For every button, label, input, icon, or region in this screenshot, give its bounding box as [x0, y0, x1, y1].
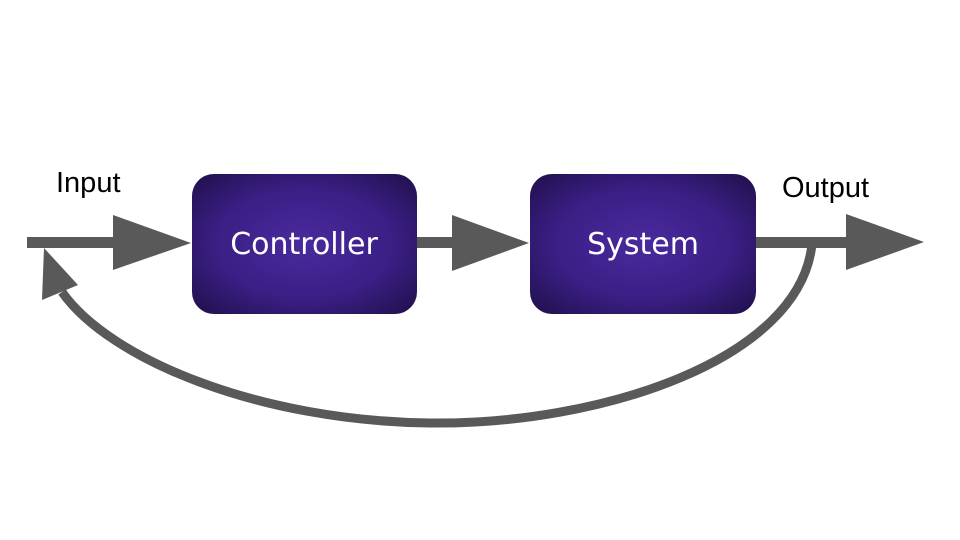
input-arrow-shaft — [27, 237, 117, 248]
output-label: Output — [782, 172, 869, 204]
system-block[interactable]: System — [530, 174, 756, 314]
controller-system-arrow-shaft — [416, 237, 456, 248]
feedback-arrowhead-icon — [42, 248, 78, 300]
input-arrow — [27, 215, 191, 270]
controller-label: Controller — [230, 227, 378, 262]
controller-system-arrowhead-icon — [452, 215, 529, 271]
input-label: Input — [56, 167, 121, 199]
feedback-curve — [58, 243, 817, 428]
controller-block[interactable]: Controller — [192, 174, 417, 314]
output-arrow-shaft — [755, 237, 850, 248]
system-label: System — [587, 227, 699, 262]
output-arrowhead-icon — [846, 214, 924, 270]
output-arrow — [755, 214, 924, 270]
system-box — [530, 174, 756, 314]
controller-to-system-arrow — [416, 215, 529, 271]
controller-box — [192, 174, 417, 314]
input-arrowhead-icon — [113, 215, 191, 270]
feedback-arrow — [42, 243, 817, 428]
